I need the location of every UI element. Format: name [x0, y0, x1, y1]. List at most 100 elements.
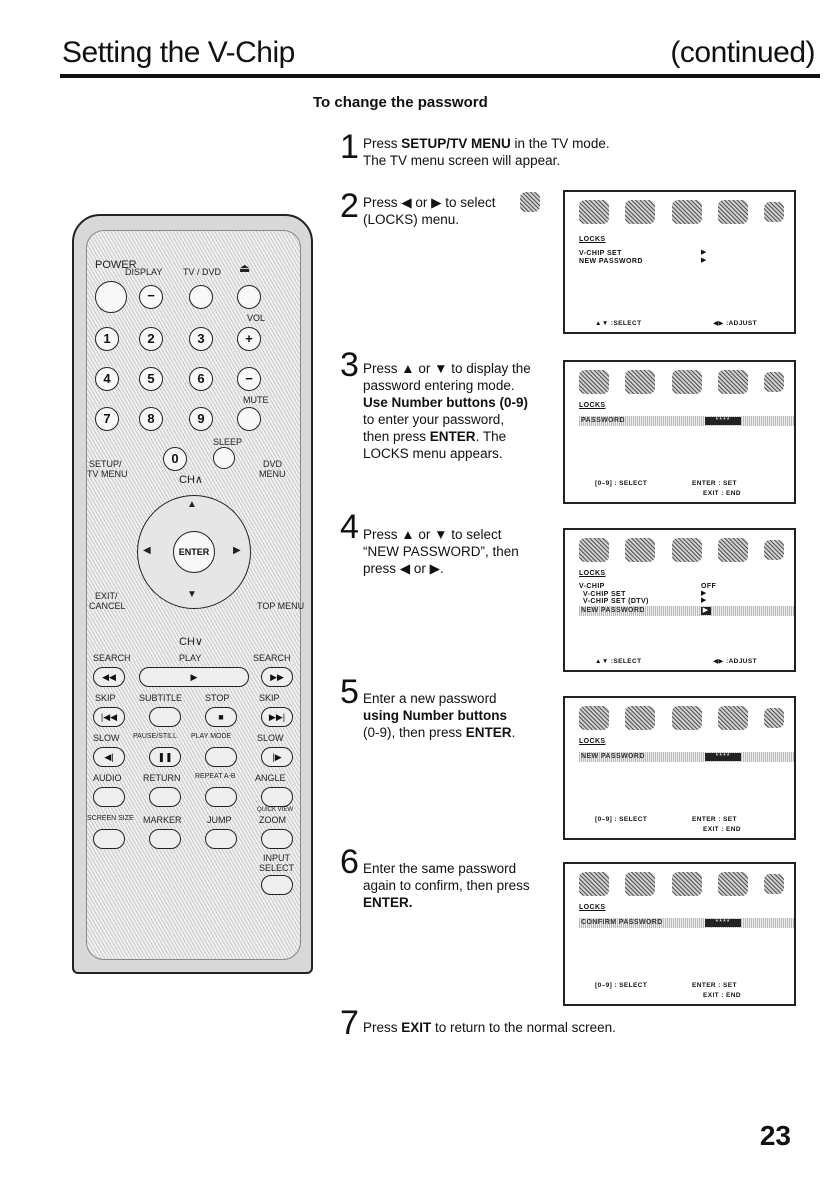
step-number: 3	[340, 346, 359, 384]
screen-footer: ENTER : SET	[692, 816, 737, 823]
screen-footer: ▲▼ :SELECT	[595, 320, 642, 327]
step-text: Press EXIT to return to the normal scree…	[363, 1020, 616, 1035]
step-number: 6	[340, 843, 359, 881]
arrow-right-icon: ▶	[701, 607, 711, 615]
highlight-bar: NEW PASSWORD ****	[579, 752, 794, 762]
zoom-button	[261, 829, 293, 849]
zoom-label: ZOOM	[259, 815, 286, 825]
display-button: −	[139, 285, 163, 309]
screen-footer: EXIT : END	[703, 490, 741, 497]
audio-icon	[625, 370, 656, 394]
menu-icons	[579, 706, 784, 732]
menu-icons	[579, 538, 784, 564]
input-label: INPUT	[263, 853, 290, 863]
jump-button	[205, 829, 237, 849]
lock-icon	[764, 540, 784, 560]
step-text: Enter the same password again to confirm…	[363, 860, 530, 911]
ch-down-label: CH∨	[179, 636, 203, 648]
password-entry-screen: LOCKS PASSWORD **** [0–9] : SELECT ENTER…	[563, 360, 796, 504]
rewind-button: ◀◀	[93, 667, 125, 687]
setup-icon	[671, 200, 702, 224]
screen-title: LOCKS	[579, 738, 606, 745]
sleep-button	[213, 447, 235, 469]
menu-value: OFF	[701, 583, 717, 590]
bar-label: CONFIRM PASSWORD	[581, 919, 663, 926]
digit-button: 4	[95, 367, 119, 391]
step-line: Press ▲ or ▼ to display the	[363, 361, 531, 376]
picture-icon	[579, 872, 609, 896]
lock-icon	[764, 372, 784, 392]
menu-item: V-CHIP SET (DTV)	[583, 598, 649, 605]
channel-icon	[717, 370, 748, 394]
menu-icons	[579, 872, 784, 898]
digit-button: 8	[139, 407, 163, 431]
lock-icon	[764, 874, 784, 894]
screen-footer: [0–9] : SELECT	[595, 480, 648, 487]
channel-icon	[717, 872, 748, 896]
repeat-button	[205, 787, 237, 807]
step-line: ENTER.	[363, 895, 413, 910]
lock-icon	[520, 192, 540, 212]
screen-footer: ENTER : SET	[692, 480, 737, 487]
vol-up-button: +	[237, 327, 261, 351]
setup-icon	[671, 872, 702, 896]
step-text: Press ▲ or ▼ to select “NEW PASSWORD”, t…	[363, 526, 519, 577]
password-stars: ****	[705, 919, 741, 927]
digit-button: 7	[95, 407, 119, 431]
page-number: 23	[759, 1120, 791, 1151]
step-number: 2	[340, 187, 359, 225]
screen-title: LOCKS	[579, 904, 606, 911]
play-label: PLAY	[179, 653, 202, 663]
header-rule	[60, 74, 820, 78]
step-text: Enter a new password using Number button…	[363, 690, 515, 741]
down-arrow-icon: ▼	[187, 589, 197, 600]
lock-icon	[764, 708, 784, 728]
step-text: Press SETUP/TV MENU in the TV mode. The …	[363, 135, 610, 169]
tvdvd-button	[189, 285, 213, 309]
slow-label: SLOW	[257, 733, 284, 743]
skip-forward-button: ▶▶|	[261, 707, 293, 727]
step-line: (0-9), then press ENTER.	[363, 725, 516, 740]
setup-icon	[671, 538, 702, 562]
locks-menu-screen: LOCKS V-CHIP OFF V-CHIP SET V-CHIP SET (…	[563, 528, 796, 672]
step-line: then press ENTER. The	[363, 429, 507, 444]
highlight-bar: PASSWORD ****	[579, 416, 794, 426]
topmenu-label: TOP MENU	[257, 601, 305, 611]
step-text: Press ◀ or ▶ to select (LOCKS) menu.	[363, 194, 496, 228]
password-stars: ****	[705, 417, 741, 425]
digit-button: 5	[139, 367, 163, 391]
channel-icon	[717, 538, 748, 562]
tvmenu-label: TV MENU	[87, 469, 128, 479]
audio-label: AUDIO	[93, 773, 122, 783]
page-title-continued: (continued)	[670, 36, 815, 69]
setup-label: SETUP/	[89, 459, 122, 469]
menu-icons	[579, 370, 784, 396]
picture-icon	[579, 706, 609, 730]
eject-icon: ⏏	[239, 261, 251, 275]
section-title: To change the password	[313, 94, 488, 111]
left-arrow-icon: ◀	[143, 545, 151, 556]
tvdvd-label: TV / DVD	[183, 267, 222, 277]
page-title: Setting the V-Chip	[62, 36, 295, 69]
step-line: using Number buttons	[363, 708, 507, 723]
remote-control: POWER DISPLAY TV / DVD ⏏ − VOL 1 2 3 + 4…	[72, 214, 313, 974]
picture-icon	[579, 538, 609, 562]
remote-face: POWER DISPLAY TV / DVD ⏏ − VOL 1 2 3 + 4…	[86, 230, 305, 960]
search-label: SEARCH	[253, 653, 291, 663]
ch-up-label: CH∧	[179, 474, 203, 486]
slow-back-button: ◀|	[93, 747, 125, 767]
channel-icon	[717, 706, 748, 730]
screen-footer: EXIT : END	[703, 992, 741, 999]
exit-label: EXIT/	[95, 591, 118, 601]
arrow-right-icon: ▶	[701, 590, 707, 597]
marker-label: MARKER	[143, 815, 182, 825]
step-line: “NEW PASSWORD”, then	[363, 544, 519, 559]
menu-item: V-CHIP	[579, 583, 605, 590]
step-number: 5	[340, 673, 359, 711]
menu-item: V-CHIP SET	[579, 250, 622, 257]
locks-menu-screen: LOCKS V-CHIP SET NEW PASSWORD ▶ ▶ ▲▼ :SE…	[563, 190, 796, 334]
lock-icon	[764, 202, 784, 222]
menu-icons	[579, 200, 784, 226]
mute-label: MUTE	[243, 395, 269, 405]
step-line: (LOCKS) menu.	[363, 212, 460, 227]
